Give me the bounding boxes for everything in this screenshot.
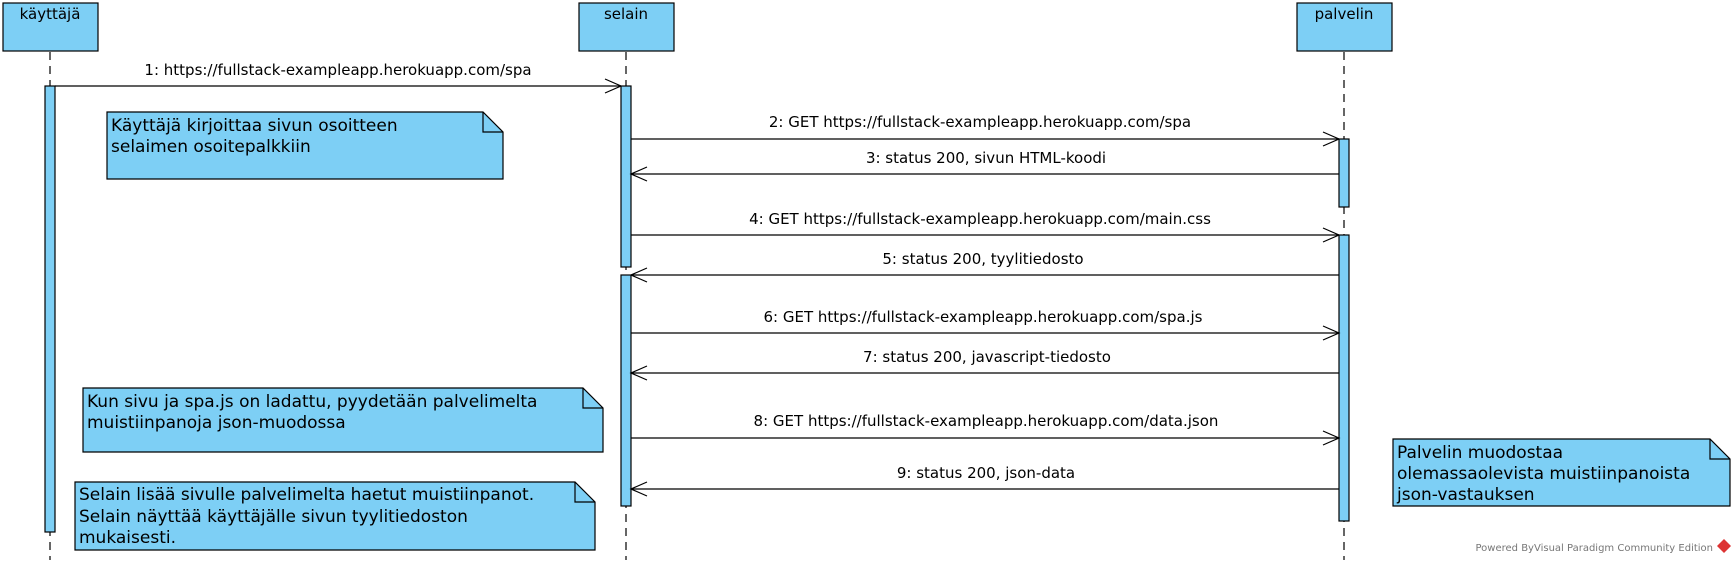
participant-browser: selain — [578, 2, 675, 52]
message-2: 2: GET https://fullstack-exampleapp.hero… — [631, 113, 1341, 147]
message-9: 9: status 200, json-data — [629, 464, 1339, 497]
message-2-label: 2: GET https://fullstack-exampleapp.hero… — [769, 113, 1191, 131]
message-6-label: 6: GET https://fullstack-exampleapp.hero… — [764, 308, 1203, 326]
message-1-label: 1: https://fullstack-exampleapp.herokuap… — [144, 61, 531, 79]
activation-browser-2 — [620, 274, 632, 507]
message-7: 7: status 200, javascript-tiedosto — [629, 348, 1339, 381]
participant-browser-label: selain — [604, 5, 648, 23]
watermark: Powered ByVisual Paradigm Community Edit… — [1476, 539, 1731, 554]
message-3-label: 3: status 200, sivun HTML-koodi — [866, 149, 1106, 167]
note-2-line-2: muistiinpanoja json-muodossa — [87, 413, 346, 433]
message-5: 5: status 200, tyylitiedosto — [629, 250, 1339, 283]
message-3: 3: status 200, sivun HTML-koodi — [629, 149, 1339, 182]
note-4-line-2: olemassaolevista muistiinpanoista — [1397, 464, 1690, 484]
message-8: 8: GET https://fullstack-exampleapp.hero… — [631, 412, 1341, 446]
note-3-line-3: mukaisesti. — [79, 528, 176, 548]
participant-user-label: käyttäjä — [20, 5, 81, 23]
message-7-label: 7: status 200, javascript-tiedosto — [863, 348, 1111, 366]
note-2-line-1: Kun sivu ja spa.js on ladattu, pyydetään… — [87, 392, 537, 412]
message-5-label: 5: status 200, tyylitiedosto — [882, 250, 1083, 268]
message-6: 6: GET https://fullstack-exampleapp.hero… — [631, 308, 1341, 341]
message-8-label: 8: GET https://fullstack-exampleapp.hero… — [754, 412, 1219, 430]
note-2: Kun sivu ja spa.js on ladattu, pyydetään… — [82, 387, 604, 453]
participant-server: palvelin — [1296, 2, 1393, 52]
note-1-line-2: selaimen osoitepalkkiin — [111, 137, 311, 157]
note-4-line-1: Palvelin muodostaa — [1397, 443, 1563, 463]
note-4-line-3: json-vastauksen — [1396, 485, 1535, 505]
message-4: 4: GET https://fullstack-exampleapp.hero… — [631, 210, 1341, 243]
message-1: 1: https://fullstack-exampleapp.herokuap… — [55, 61, 623, 94]
participant-user: käyttäjä — [2, 2, 99, 52]
activation-server-1 — [1338, 138, 1350, 208]
note-3-line-2: Selain näyttää käyttäjälle sivun tyyliti… — [79, 507, 468, 527]
message-4-label: 4: GET https://fullstack-exampleapp.hero… — [749, 210, 1211, 228]
note-1-line-1: Käyttäjä kirjoittaa sivun osoitteen — [111, 116, 398, 136]
note-3-line-1: Selain lisää sivulle palvelimelta haetut… — [79, 485, 534, 505]
activation-server-2 — [1338, 234, 1350, 522]
note-1: Käyttäjä kirjoittaa sivun osoitteen sela… — [106, 111, 504, 180]
participant-server-label: palvelin — [1315, 5, 1374, 23]
note-3: Selain lisää sivulle palvelimelta haetut… — [74, 481, 596, 551]
vp-logo-icon — [1717, 539, 1731, 553]
activation-user — [44, 85, 56, 533]
message-9-label: 9: status 200, json-data — [897, 464, 1075, 482]
activation-browser-1 — [620, 85, 632, 268]
note-4: Palvelin muodostaa olemassaolevista muis… — [1392, 438, 1731, 507]
watermark-text: Powered ByVisual Paradigm Community Edit… — [1476, 543, 1714, 554]
